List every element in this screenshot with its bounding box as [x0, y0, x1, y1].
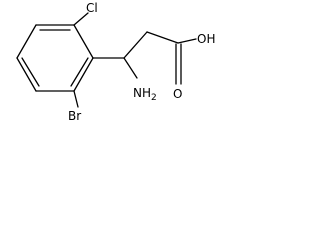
- c-n-bond: [123, 57, 138, 79]
- c-cl-bond: [73, 12, 89, 26]
- bromine-label: Br: [68, 109, 81, 123]
- benzene-ring: [16, 24, 94, 92]
- hydroxyl-label: OH: [197, 32, 215, 46]
- c-oh-bond: [177, 38, 197, 44]
- ring-bond-5: [16, 57, 37, 92]
- structure-drawing: Cl Br NH2 OH O: [16, 1, 215, 123]
- ring-bond-3: [73, 57, 94, 92]
- ring-bond-3-inner: [70, 57, 89, 87]
- ring-bond-6: [16, 24, 37, 59]
- chlorine-label: Cl: [86, 1, 98, 15]
- ch2-to-carboxyl-bond: [146, 31, 179, 44]
- amino-subscript-text: 2: [151, 93, 157, 103]
- chiral-to-ch2-bond: [123, 31, 148, 59]
- ring-bond-5-inner: [21, 57, 40, 87]
- ring-bond-2: [73, 24, 94, 59]
- carbonyl-oxygen-label: O: [173, 87, 182, 101]
- amino-nh-text: NH: [133, 86, 151, 100]
- amino-label: NH2: [133, 86, 157, 103]
- c-br-bond: [73, 90, 79, 108]
